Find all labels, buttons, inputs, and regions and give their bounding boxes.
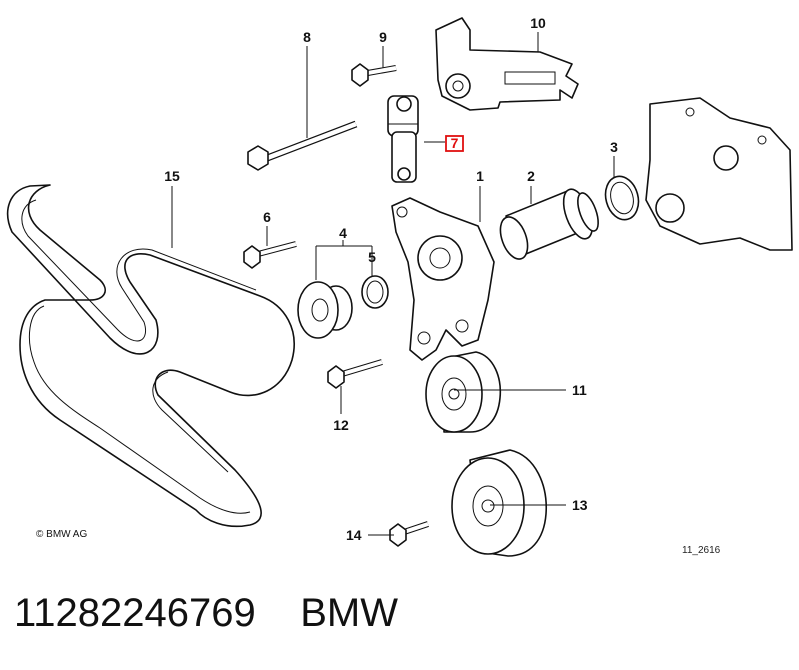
callout-6: 6	[263, 209, 271, 225]
brand-name: BMW	[300, 591, 398, 635]
bolt-part-6	[243, 241, 297, 269]
bolt-part-14	[389, 521, 429, 547]
bracket-part-10	[435, 17, 579, 111]
tensioner-arm-part-1	[391, 197, 495, 361]
bolt-part-12	[327, 359, 383, 389]
drawing-reference: 11_2616	[682, 545, 721, 556]
pulley-part-11	[425, 351, 502, 433]
callout-10: 10	[530, 15, 546, 31]
belt-part-15	[6, 184, 295, 528]
callout-13: 13	[572, 497, 588, 513]
callout-12: 12	[333, 417, 349, 433]
copyright-notice: © BMW AG	[36, 529, 87, 540]
callout-2: 2	[527, 168, 535, 184]
callout-15: 15	[164, 168, 180, 184]
ring-part-5	[361, 275, 389, 309]
part-number: 11282246769	[14, 591, 256, 635]
bolt-part-8	[247, 120, 358, 171]
callout-3: 3	[610, 139, 618, 155]
sleeve-part-2	[499, 188, 599, 260]
pulley-part-4	[297, 281, 353, 339]
callout-7-highlight-box	[445, 135, 464, 152]
callout-9: 9	[379, 29, 387, 45]
ring-part-3	[604, 175, 640, 221]
callout-4: 4	[339, 225, 347, 241]
callout-14: 14	[346, 527, 362, 543]
callout-11: 11	[572, 382, 587, 398]
callout-5: 5	[368, 249, 376, 265]
engine-housing	[645, 97, 793, 251]
pulley-part-13	[451, 449, 547, 557]
part-caption: 11282246769 BMW	[14, 588, 398, 638]
callout-8: 8	[303, 29, 311, 45]
damper-part-7	[387, 95, 419, 183]
callout-1: 1	[476, 168, 484, 184]
leader-lines	[171, 32, 615, 536]
bolt-part-9	[351, 63, 397, 87]
callout-7: 7	[451, 135, 459, 151]
